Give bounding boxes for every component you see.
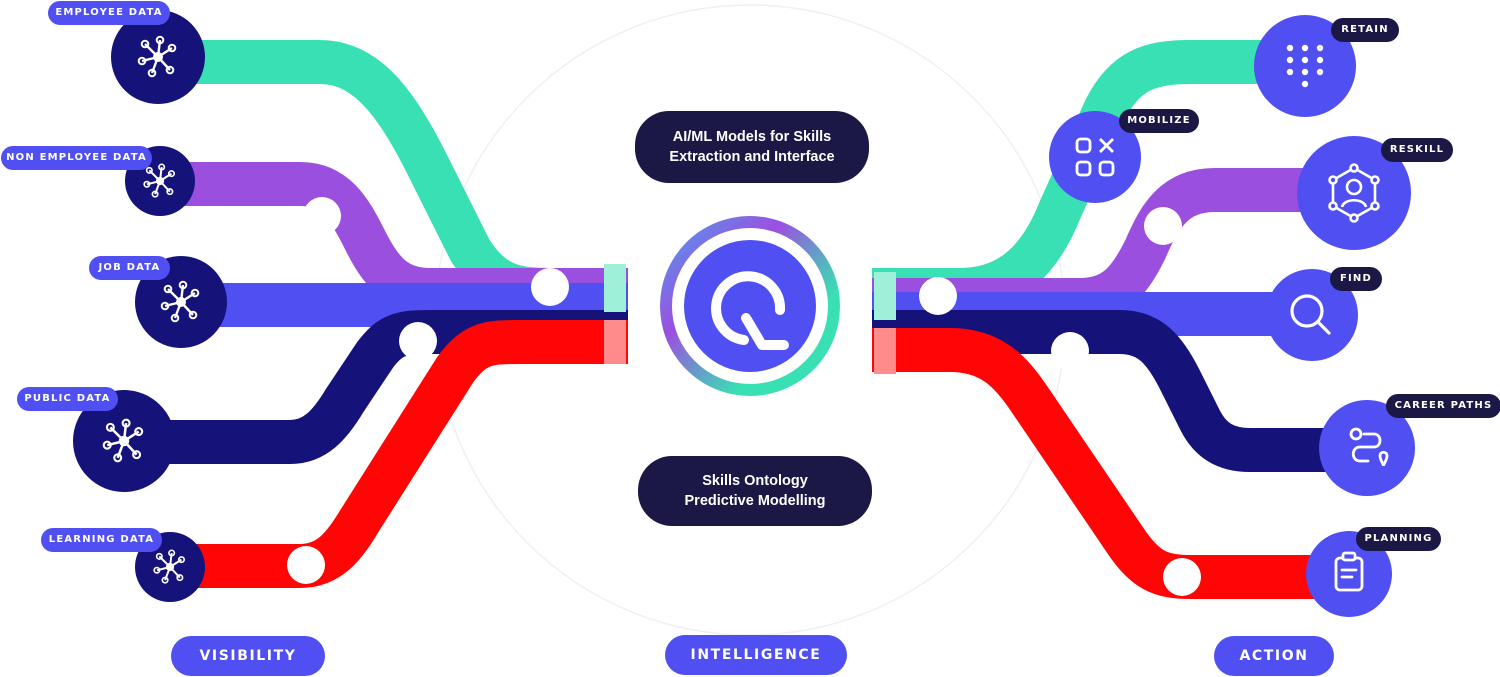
node-retain xyxy=(1254,15,1356,117)
ai-ml-line-1: AI/ML Models for Skills xyxy=(672,129,832,145)
tag-non-employee-data: NON EMPLOYEE DATA xyxy=(1,146,152,170)
track-end-fade xyxy=(604,264,626,312)
skills-ontology-pill: Skills Ontology Predictive Modelling xyxy=(638,456,872,526)
ontology-line-2: Predictive Modelling xyxy=(684,493,826,509)
node-reskill xyxy=(1297,136,1411,250)
station-dot xyxy=(399,322,437,360)
node-career-paths xyxy=(1319,400,1415,496)
user-network-icon xyxy=(1328,163,1380,223)
dot-grid-icon xyxy=(1286,44,1324,88)
track-career-paths xyxy=(872,310,1365,472)
station-dot xyxy=(919,277,957,315)
track-end-fade xyxy=(874,328,896,374)
ai-ml-models-pill: AI/ML Models for Skills Extraction and I… xyxy=(635,111,869,183)
tag-career-paths: CAREER PATHS xyxy=(1386,394,1500,418)
track-end-fade xyxy=(874,272,896,320)
station-dot xyxy=(1163,558,1201,596)
node-find xyxy=(1266,269,1358,361)
route-icon xyxy=(1349,427,1389,467)
station-dot xyxy=(287,546,325,584)
station-dot xyxy=(531,268,569,306)
tag-reskill: RESKILL xyxy=(1381,138,1453,162)
clipboard-icon xyxy=(1334,551,1364,592)
search-icon xyxy=(1290,294,1331,335)
tag-employee-data: EMPLOYEE DATA xyxy=(48,1,170,25)
station-dot xyxy=(1144,207,1182,245)
node-employee-data xyxy=(111,10,205,104)
station-dot xyxy=(1051,332,1089,370)
tag-retain: RETAIN xyxy=(1331,18,1399,42)
node-mobilize xyxy=(1049,111,1141,203)
ai-ml-line-2: Extraction and Interface xyxy=(669,149,835,165)
intelligence-button[interactable]: INTELLIGENCE xyxy=(665,635,847,675)
apps-grid-icon xyxy=(1075,137,1115,177)
action-button[interactable]: ACTION xyxy=(1214,636,1334,676)
tag-planning: PLANNING xyxy=(1356,527,1441,551)
track-end-fade xyxy=(604,320,626,364)
ontology-line-1: Skills Ontology xyxy=(702,473,808,489)
visibility-button[interactable]: VISIBILITY xyxy=(171,636,325,676)
station-dot xyxy=(303,197,341,235)
tag-find: FIND xyxy=(1330,267,1382,291)
tag-job-data: JOB DATA xyxy=(89,256,170,280)
tag-learning-data: LEARNING DATA xyxy=(41,528,162,552)
tag-mobilize: MOBILIZE xyxy=(1119,109,1199,133)
tag-public-data: PUBLIC DATA xyxy=(17,387,118,411)
q-logo-icon xyxy=(660,216,840,396)
node-planning xyxy=(1306,531,1392,617)
node-public-data xyxy=(73,390,175,492)
